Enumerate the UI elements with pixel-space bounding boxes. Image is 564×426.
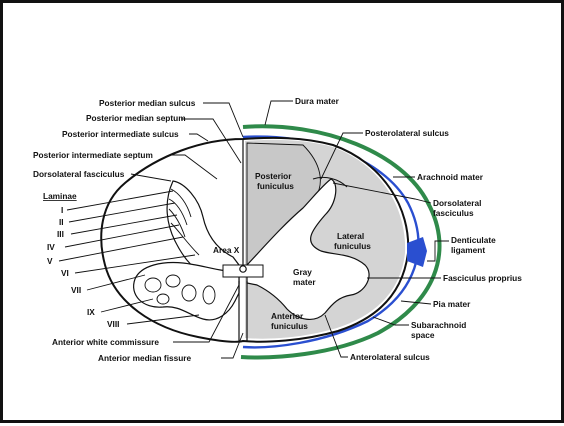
- leader-pis: [189, 134, 208, 141]
- label-dorsolateral-fasciculus-left: Dorsolateral fasciculus: [33, 169, 125, 179]
- label-anterolateral-sulcus: Anterolateral sulcus: [350, 352, 430, 362]
- lamina-label-1: I: [61, 205, 63, 215]
- label-posterior-intermediate-sulcus: Posterior intermediate sulcus: [62, 129, 179, 139]
- label-anterior-funiculus-2: funiculus: [271, 321, 308, 331]
- leader-dura: [265, 101, 293, 125]
- leader-pms: [203, 103, 243, 137]
- denticulate-ligament-shape: [407, 237, 427, 267]
- label-dura-mater: Dura mater: [295, 96, 340, 106]
- spinal-cord-cross-section-diagram: Posterior median sulcus Posterior median…: [3, 3, 564, 426]
- label-posterior-median-septum: Posterior median septum: [86, 113, 186, 123]
- central-canal: [240, 266, 246, 272]
- label-dorsolateral-fasciculus-right-1: Dorsolateral: [433, 198, 481, 208]
- label-denticulate-ligament-2: ligament: [451, 245, 485, 255]
- label-posterior-median-sulcus: Posterior median sulcus: [99, 98, 196, 108]
- label-anterior-white-commissure: Anterior white commissure: [52, 337, 159, 347]
- lamina-label-7: VII: [71, 285, 81, 295]
- lamina-label-8: VIII: [107, 319, 119, 329]
- label-dorsolateral-fasciculus-right-2: fasciculus: [433, 208, 474, 218]
- label-posterior-funiculus-1: Posterior: [255, 171, 292, 181]
- label-denticulate-ligament-1: Denticulate: [451, 235, 496, 245]
- label-fasciculus-proprius: Fasciculus proprius: [443, 273, 522, 283]
- lamina-label-5: V: [47, 256, 53, 266]
- label-gray-mater-1: Gray: [293, 267, 312, 277]
- lamina-label-4: IV: [47, 242, 55, 252]
- lamina-label-6: VI: [61, 268, 69, 278]
- label-area-x: Area X: [213, 245, 240, 255]
- lamina-label-9: IX: [87, 307, 95, 317]
- label-anterior-funiculus-1: Anterior: [271, 311, 304, 321]
- label-pia-mater: Pia mater: [433, 299, 471, 309]
- lamina-label-3: III: [57, 229, 64, 239]
- lamina-label-2: II: [59, 217, 64, 227]
- label-subarachnoid-space-1: Subarachnoid: [411, 320, 466, 330]
- label-posterior-intermediate-septum: Posterior intermediate septum: [33, 150, 153, 160]
- label-gray-mater-2: mater: [293, 277, 316, 287]
- label-lateral-funiculus-1: Lateral: [337, 231, 364, 241]
- label-posterior-funiculus-2: funiculus: [257, 181, 294, 191]
- label-lateral-funiculus-2: funiculus: [334, 241, 371, 251]
- laminae-heading: Laminae: [43, 191, 77, 201]
- label-posterolateral-sulcus: Posterolateral sulcus: [365, 128, 449, 138]
- label-anterior-median-fissure: Anterior median fissure: [98, 353, 192, 363]
- label-subarachnoid-space-2: space: [411, 330, 435, 340]
- label-arachnoid-mater: Arachnoid mater: [417, 172, 484, 182]
